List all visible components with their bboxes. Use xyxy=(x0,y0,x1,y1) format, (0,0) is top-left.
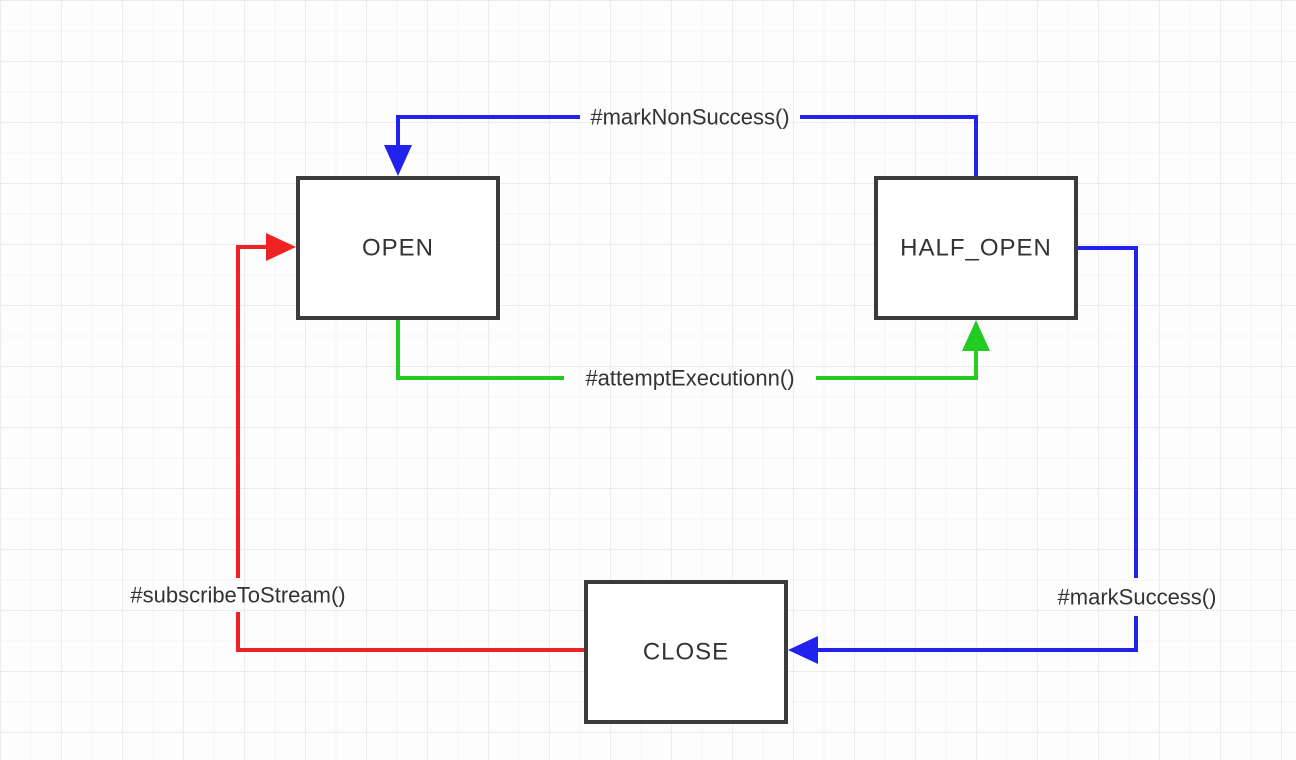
transition-line xyxy=(800,115,978,178)
state-node-open: OPEN xyxy=(296,176,500,320)
transition-line xyxy=(1077,246,1138,578)
state-box xyxy=(296,176,500,320)
arrowhead-up-icon xyxy=(962,320,990,351)
state-node-half-open: HALF_OPEN xyxy=(874,176,1078,320)
state-label: OPEN xyxy=(362,235,434,262)
transition-label: #markNonSuccess() xyxy=(590,105,789,130)
transition-mark-success: #markSuccess() xyxy=(788,246,1217,664)
transition-label: #subscribeToStream() xyxy=(130,583,345,608)
transition-line xyxy=(236,245,268,578)
transition-label: #attemptExecutionn() xyxy=(585,366,794,391)
transition-line xyxy=(236,612,586,652)
transition-subscribe-to-stream: #subscribeToStream() xyxy=(130,233,586,652)
state-box xyxy=(584,580,788,724)
arrowhead-left-icon xyxy=(788,636,818,664)
state-box xyxy=(874,176,1078,320)
state-label: HALF_OPEN xyxy=(900,235,1052,262)
arrowhead-right-icon xyxy=(266,233,296,261)
state-label: CLOSE xyxy=(643,639,729,666)
transition-line xyxy=(816,350,978,380)
transition-attempt-execution: #attemptExecutionn() xyxy=(396,317,990,391)
transition-line xyxy=(396,317,564,380)
transition-mark-non-success: #markNonSuccess() xyxy=(384,105,978,178)
transition-label: #markSuccess() xyxy=(1058,585,1217,610)
arrowhead-down-icon xyxy=(384,145,412,176)
transition-line xyxy=(396,115,580,146)
state-node-close: CLOSE xyxy=(584,580,788,724)
transition-line xyxy=(816,616,1138,652)
